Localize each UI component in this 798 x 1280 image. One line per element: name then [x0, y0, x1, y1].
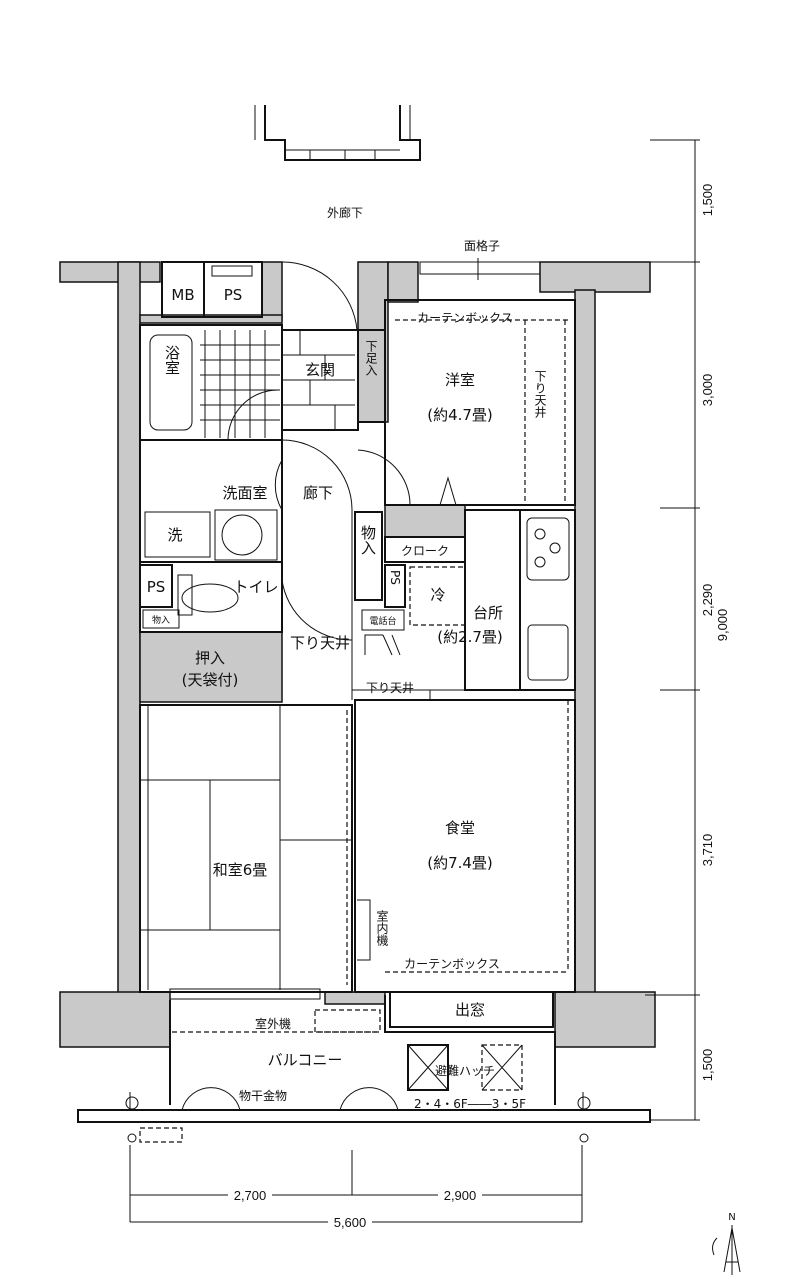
japanese-room-window	[169, 988, 321, 1000]
dim-total-vertical: 9,000	[715, 609, 730, 642]
ps-top-box	[203, 261, 263, 318]
ps-left-label: PS	[147, 578, 166, 596]
north-arrow-icon	[712, 1225, 741, 1275]
hallway-label: 廊下	[303, 484, 333, 502]
storage-label: 物入	[359, 525, 377, 555]
outer-corridor-label: 外廊下	[327, 205, 363, 220]
kitchen-size: (約2.7畳)	[437, 628, 503, 646]
bath-label: 浴室	[163, 345, 181, 375]
bay-window	[389, 991, 554, 1028]
north-label: N	[728, 1212, 735, 1223]
corridor-fragment	[254, 105, 421, 161]
shoe-closet-label: 下足入	[364, 340, 378, 376]
cloak-label: クローク	[401, 544, 449, 558]
western-room-label: 洋室	[445, 371, 475, 389]
western-room	[357, 299, 576, 506]
dim-right-5: 1,500	[700, 1049, 715, 1082]
entrance-label: 玄関	[305, 361, 335, 379]
window-grille-label: 面格子	[464, 238, 500, 253]
dining-room	[354, 699, 576, 993]
small-storage-label: 物入	[152, 614, 170, 626]
hallway	[281, 439, 353, 700]
entrance	[281, 261, 359, 431]
dim-bottom-2: 2,900	[444, 1188, 477, 1203]
dining-label: 食堂	[445, 819, 475, 837]
toilet-label: トイレ	[233, 578, 278, 596]
balcony-label: バルコニー	[268, 1051, 343, 1069]
bay-window-label: 出窓	[455, 1001, 485, 1019]
ps-mid	[384, 564, 406, 608]
balcony	[77, 995, 651, 1143]
dim-right-4: 3,710	[700, 834, 715, 867]
closet-note: (天袋付)	[182, 671, 239, 689]
toilet-room	[139, 561, 283, 633]
western-room-size: (約4.7畳)	[427, 406, 493, 424]
dining-size: (約7.4畳)	[427, 854, 493, 872]
japanese-room-label: 和室6畳	[213, 861, 268, 879]
lowered-ceiling-right-label: 下り天井	[533, 370, 547, 419]
bathroom	[139, 324, 283, 441]
drying-hardware-label: 物干金物	[239, 1088, 287, 1103]
kitchen	[352, 509, 576, 700]
ps-mid-label: PS	[388, 570, 402, 585]
outdoor-unit-label: 室外機	[255, 1016, 291, 1031]
phone-stand-label: 電話台	[369, 615, 396, 627]
dim-bottom-1: 2,700	[234, 1188, 267, 1203]
closet-label: 押入	[195, 649, 225, 667]
washer-label: 洗	[167, 526, 182, 544]
storage	[354, 511, 383, 601]
lowered-ceiling-hall-label: 下り天井	[290, 634, 350, 652]
fridge-label: 冷	[430, 586, 445, 604]
hatch-floors-label: 2・4・6F――3・5F	[414, 1097, 526, 1111]
mb-label: MB	[171, 286, 194, 304]
lowered-ceiling-kitchen-label: 下り天井	[366, 681, 414, 695]
dim-right-1: 1,500	[700, 184, 715, 217]
japanese-room	[139, 704, 353, 993]
escape-hatch-label: 避難ハッチ	[435, 1063, 495, 1078]
dim-right-2: 3,000	[700, 374, 715, 407]
ps-top-label: PS	[224, 286, 243, 304]
dimension-lines	[129, 139, 700, 1223]
indoor-unit-label: 室内機	[375, 909, 389, 946]
curtain-box-bottom-label: カーテンボックス	[404, 957, 500, 971]
window-grille	[419, 258, 541, 280]
phone-stand	[361, 609, 405, 631]
dim-total-horizontal: 5,600	[334, 1215, 367, 1230]
dim-right-3: 2,290	[700, 584, 715, 617]
washroom-label: 洗面室	[222, 484, 267, 502]
curtain-box-top-label: カーテンボックス	[417, 311, 513, 325]
kitchen-label: 台所	[473, 604, 503, 622]
